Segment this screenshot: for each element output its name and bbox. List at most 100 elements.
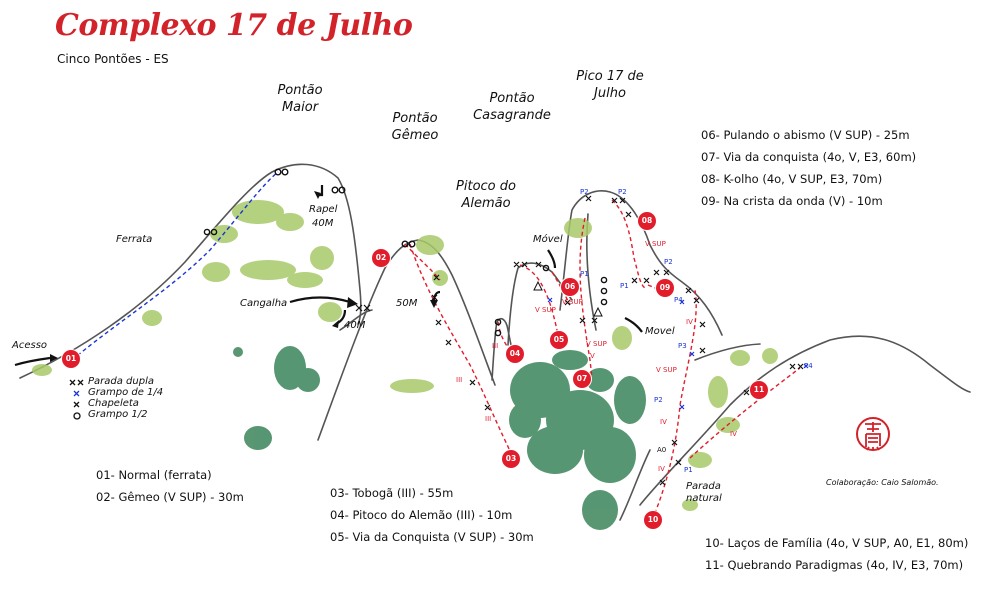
route-list-bottom-right: 10- Laços de Família (4o, V SUP, A0, E1,…: [705, 532, 968, 576]
legend-item-parada-dupla: Parada dupla: [88, 376, 154, 387]
route-item-11: 11- Quebrando Paradigmas (4o, IV, E3, 70…: [705, 558, 964, 572]
route-badge-11[interactable]: 11: [750, 381, 768, 399]
route-badge-07[interactable]: 07: [573, 370, 591, 388]
seal-logo-icon: [856, 417, 890, 451]
anchor-label-p2: P2: [654, 396, 663, 404]
legend-item-grampo-1-4: Grampo de 1/4: [88, 387, 164, 398]
grade-iii: III: [492, 342, 499, 350]
route-01-path: [71, 171, 279, 361]
route-item-09: 09- Na crista da onda (V) - 10m: [701, 194, 883, 208]
arrowhead-rapel-top: [314, 191, 321, 199]
anchor-label-p2: P2: [580, 188, 589, 196]
grade-iv: IV: [730, 430, 737, 438]
map-title: Complexo 17 de Julho: [55, 8, 413, 43]
arrow-cangalha: [289, 296, 351, 304]
route-item-07: 07- Via da conquista (4o, V, E3, 60m): [701, 150, 917, 164]
arrowhead-50m: [430, 300, 438, 308]
label-rapel-40m-top: 40M: [312, 218, 334, 229]
label-movel-right: Movel: [645, 326, 675, 337]
ridge-pitoco: [491, 317, 513, 381]
warning-icon: [533, 280, 543, 291]
map-subtitle: Cinco Pontões - ES: [57, 52, 169, 66]
route-08-path: [611, 199, 646, 289]
route-badge-06[interactable]: 06: [561, 278, 579, 296]
ridge-pontao-maior: [19, 163, 362, 379]
route-badge-03[interactable]: 03: [502, 450, 520, 468]
warning-icons: [533, 280, 603, 317]
arrowhead-acesso: [50, 354, 58, 362]
route-07-path: [579, 217, 593, 379]
label-cangalha: Cangalha: [240, 298, 288, 309]
arrow-movel-top: [547, 249, 557, 269]
route-badge-05[interactable]: 05: [550, 331, 568, 349]
anchor-label-p4: P4: [804, 362, 813, 370]
grade-a0: A0: [657, 446, 667, 454]
peak-pontao-gemeo: Pontão Gêmeo: [391, 111, 439, 143]
credit-text: Colaboração: Caio Salomão.: [826, 478, 939, 487]
ridge-right: [639, 335, 971, 506]
route-item-10: 10- Laços de Família (4o, V SUP, A0, E1,…: [705, 536, 969, 550]
route-badge-01[interactable]: 01: [62, 350, 80, 368]
route-list-left: 01- Normal (ferrata) 02- Gêmeo (V SUP) -…: [96, 464, 244, 508]
route-06-path: [551, 271, 571, 306]
label-parada-natural-2: natural: [686, 493, 722, 504]
arrow-movel-right: [624, 317, 643, 333]
grade-vsup: V SUP: [535, 306, 556, 314]
route-badge-10[interactable]: 10: [644, 511, 662, 529]
route-badge-08[interactable]: 08: [638, 212, 656, 230]
route-item-04: 04- Pitoco do Alemão (III) - 10m: [330, 508, 513, 522]
ridge-pontao-gemeo: [317, 239, 496, 441]
anchor-label-p3: P3: [678, 342, 687, 350]
route-item-06: 06- Pulando o abismo (V SUP) - 25m: [701, 128, 910, 142]
anchor-label-p4: P4: [674, 296, 683, 304]
grade-v: V: [590, 352, 595, 360]
anchor-label-p2: P2: [664, 258, 673, 266]
label-50m: 50M: [396, 298, 418, 309]
ridge-right-inner: [694, 343, 761, 361]
arrowhead-cangalha: [347, 297, 358, 308]
route-10-path: [651, 289, 697, 521]
grade-iv: IV: [686, 318, 693, 326]
vegetation-light: [32, 200, 778, 511]
arrow-acesso: [14, 356, 51, 367]
peak-pontao-maior: Pontão Maior: [277, 83, 323, 115]
anchor-label-p2: P2: [618, 188, 627, 196]
warning-icon: [593, 306, 603, 317]
label-ferrata: Ferrata: [116, 234, 153, 245]
legend-item-chapeleta: Chapeleta: [88, 398, 139, 409]
route-item-08: 08- K-olho (4o, V SUP, E3, 70m): [701, 172, 883, 186]
label-rapel: Rapel: [309, 204, 338, 215]
route-03-path: [409, 243, 513, 456]
route-badge-09[interactable]: 09: [656, 279, 674, 297]
route-05-path: [519, 264, 559, 336]
anchor-label-p1: P1: [620, 282, 629, 290]
route-list-middle: 03- Tobogã (III) - 55m 04- Pitoco do Ale…: [330, 482, 534, 548]
blue-bolt-marks: [547, 297, 809, 410]
anchor-label-p1: P1: [580, 270, 589, 278]
bolt-x-marks: [355, 195, 804, 486]
peak-pico-17-julho: Pico 17 de Julho: [576, 69, 644, 101]
route-11-path: [689, 367, 801, 459]
grade-iv: IV: [658, 465, 665, 473]
anchor-markers: [203, 168, 608, 337]
grade-vsup: V SUP: [586, 340, 607, 348]
arrowhead-rapel-40m: [332, 320, 339, 328]
ridge-pico17: [559, 190, 723, 336]
route-badge-02[interactable]: 02: [372, 249, 390, 267]
route-item-03: 03- Tobogã (III) - 55m: [330, 486, 454, 500]
route-item-05: 05- Via da Conquista (V SUP) - 30m: [330, 530, 534, 544]
anchor-label-p1: P1: [684, 466, 693, 474]
route-list-top-right: 06- Pulando o abismo (V SUP) - 25m 07- V…: [701, 124, 916, 212]
grade-iv: IV: [660, 418, 667, 426]
peak-pitoco-alemao: Pitoco do Alemão: [456, 179, 516, 211]
route-paths-red: [404, 199, 801, 521]
route-badge-04[interactable]: 04: [506, 345, 524, 363]
vegetation-dark: [233, 346, 646, 530]
grade-vsup: V SUP: [656, 366, 677, 374]
ridge-valley: [619, 449, 651, 521]
legend: Parada dupla Grampo de 1/4 Chapeleta Gra…: [88, 376, 163, 420]
grade-vsup: V SUP: [562, 298, 583, 306]
route-02-path: [404, 243, 441, 281]
label-rapel-40m-bottom: 40M: [344, 320, 366, 331]
